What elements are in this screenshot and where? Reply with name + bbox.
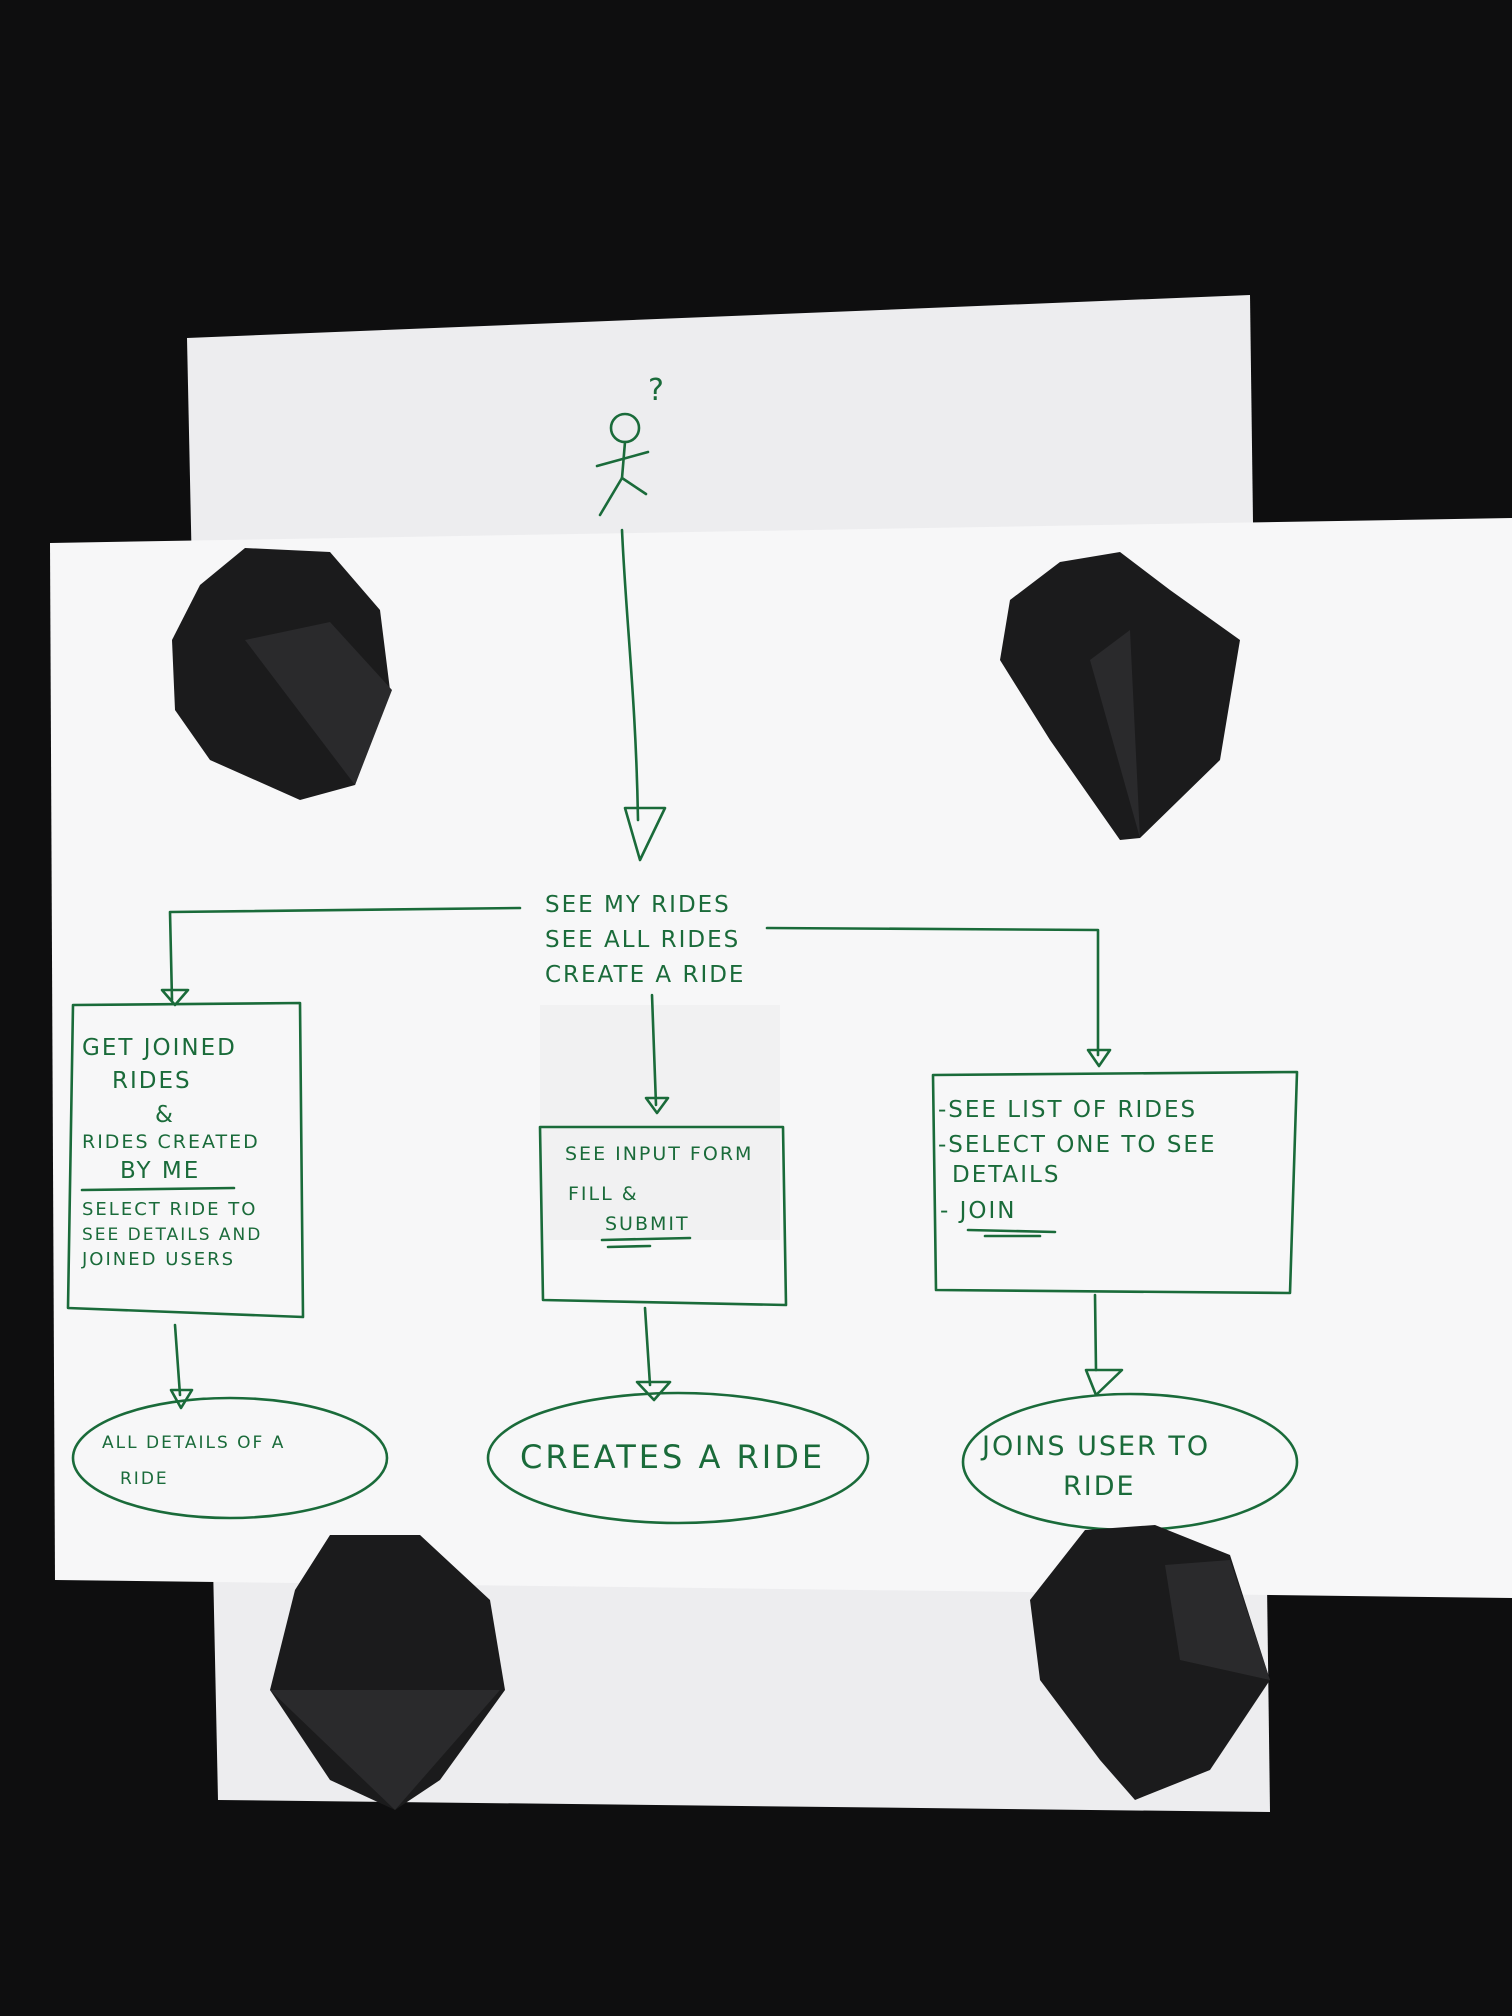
left-box-line8: JOINED USERS (81, 1249, 235, 1270)
right-box-line2: -SELECT ONE TO SEE (938, 1132, 1216, 1158)
left-box-line1: GET JOINED (82, 1035, 237, 1061)
left-box-line2: RIDES (112, 1068, 192, 1094)
details-result: ALL DETAILS OF A RIDE (71, 1396, 389, 1520)
main-menu: SEE MY RIDES SEE ALL RIDES CREATE A RIDE (545, 892, 745, 988)
magnet-top-right (1000, 552, 1240, 840)
right-result-line1: JOINS USER TO (980, 1431, 1210, 1462)
menu-see-all-rides: SEE ALL RIDES (545, 927, 740, 953)
question-mark: ? (648, 373, 664, 408)
create-result: CREATES A RIDE (486, 1391, 870, 1525)
left-box-line5: BY ME (120, 1158, 200, 1184)
center-result-line1: CREATES A RIDE (520, 1438, 825, 1476)
my-rides-box: GET JOINED RIDES & RIDES CREATED BY ME S… (66, 1001, 305, 1319)
right-box-line1: -SEE LIST OF RIDES (938, 1097, 1197, 1123)
center-box-line3: SUBMIT (605, 1213, 690, 1235)
magnet-bottom-left (270, 1535, 505, 1810)
center-box-line1: SEE INPUT FORM (565, 1143, 753, 1165)
stick-figure-question-icon (595, 412, 650, 517)
center-box-line2: FILL & (568, 1183, 639, 1205)
left-box-line7: SEE DETAILS AND (82, 1225, 262, 1245)
magnet-top-left (172, 548, 392, 800)
flow-arrows (160, 528, 1124, 1410)
right-result-line2: RIDE (1063, 1471, 1136, 1502)
left-box-line4: RIDES CREATED (82, 1131, 260, 1153)
all-rides-box: -SEE LIST OF RIDES -SELECT ONE TO SEE DE… (931, 1070, 1299, 1295)
left-box-line6: SELECT RIDE TO (82, 1199, 257, 1220)
magnet-bottom-right (1030, 1525, 1270, 1800)
right-box-line4: - JOIN (940, 1198, 1017, 1224)
right-box-line3: DETAILS (952, 1162, 1060, 1188)
tape-strip (540, 1005, 780, 1240)
menu-see-my-rides: SEE MY RIDES (545, 892, 731, 918)
left-box-line3: & (155, 1102, 175, 1128)
create-ride-box: SEE INPUT FORM FILL & SUBMIT (538, 1125, 788, 1307)
menu-create-a-ride: CREATE A RIDE (545, 962, 745, 988)
join-result: JOINS USER TO RIDE (961, 1392, 1299, 1532)
left-result-line2: RIDE (120, 1469, 169, 1489)
left-result-line1: ALL DETAILS OF A (102, 1433, 285, 1453)
